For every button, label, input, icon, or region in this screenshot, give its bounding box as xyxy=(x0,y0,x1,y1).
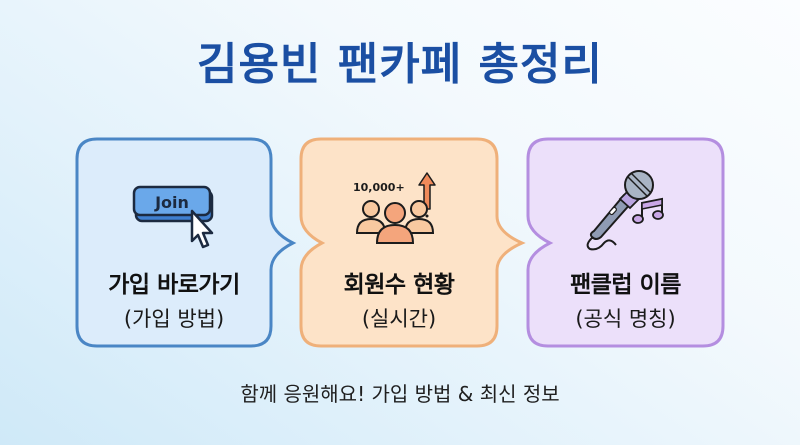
card-3-shape xyxy=(526,137,725,348)
card-join-label: 가입 바로가기 xyxy=(108,272,240,298)
svg-text:Join: Join xyxy=(154,193,189,212)
members-growth-icon: 10,000+ xyxy=(349,161,449,251)
join-button-cursor-icon: Join xyxy=(126,161,222,251)
svg-text:10,000+: 10,000+ xyxy=(353,181,405,194)
card-fanclub-label: 팬클럽 이름 xyxy=(570,272,681,298)
footer-caption: 함께 응원해요! 가입 방법 & 최신 정보 xyxy=(240,382,560,406)
card-members-label: 회원수 현황 xyxy=(343,272,455,298)
card-fanclub-sub: (공식 명칭) xyxy=(575,307,676,331)
card-join[interactable]: Join 가입 바로가기 (가입 방법) xyxy=(77,139,271,346)
page-title: 김용빈 팬카페 총정리 xyxy=(197,39,603,90)
card-fanclub-name[interactable]: 팬클럽 이름 (공식 명칭) xyxy=(528,139,723,346)
card-join-sub: (가입 방법) xyxy=(123,307,225,331)
microphone-music-icon xyxy=(576,161,676,251)
card-members[interactable]: 10,000+ 회원수 현황 (실시간) xyxy=(301,139,497,346)
card-members-sub: (실시간) xyxy=(361,307,437,331)
card-1-shape xyxy=(75,137,297,348)
